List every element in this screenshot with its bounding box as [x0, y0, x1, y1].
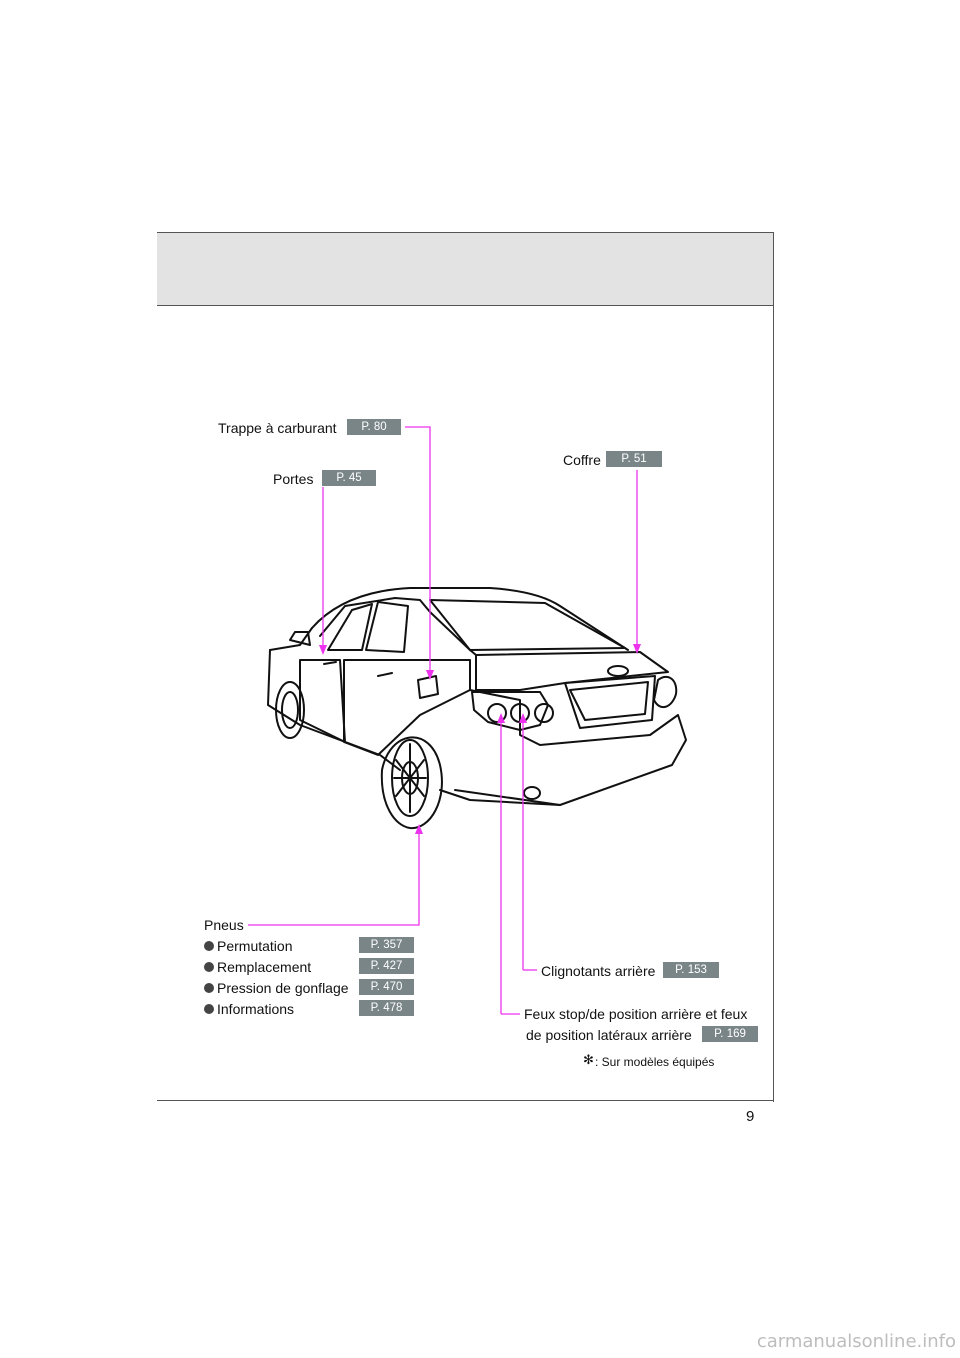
bullet-inflation — [204, 983, 214, 993]
rotation-label: Permutation — [217, 938, 293, 954]
bullet-rotation — [204, 941, 214, 951]
rear-turn-page-badge[interactable]: P. 153 — [663, 962, 719, 978]
replacement-page-badge[interactable]: P. 427 — [359, 958, 414, 974]
replacement-label: Remplacement — [217, 959, 312, 975]
stop-lights-page-badge[interactable]: P. 169 — [702, 1026, 758, 1042]
trunk-label: Coffre — [563, 452, 601, 468]
stop-lights-label-line2: de position latéraux arrière — [526, 1027, 692, 1043]
doors-label: Portes — [273, 471, 314, 487]
page-number: 9 — [746, 1108, 755, 1125]
right-rule — [773, 232, 774, 1102]
information-page-badge[interactable]: P. 478 — [359, 1000, 414, 1016]
stop-lights-label-line1: Feux stop/de position arrière et feux — [524, 1006, 748, 1022]
bottom-rule — [157, 1100, 774, 1101]
header-band — [157, 232, 773, 306]
inflation-label: Pression de gonflage — [217, 980, 349, 996]
rotation-page-badge[interactable]: P. 357 — [359, 937, 414, 953]
fuel-door-label: Trappe à carburant — [218, 420, 337, 436]
rear-turn-label: Clignotants arrière — [541, 963, 656, 979]
bullet-information — [204, 1004, 214, 1014]
information-label: Informations — [217, 1001, 295, 1017]
doors-page-badge[interactable]: P. 45 — [322, 470, 376, 486]
bullet-replacement — [204, 962, 214, 972]
inflation-page-badge[interactable]: P. 470 — [359, 979, 414, 995]
equipped-note: : Sur modèles équipés — [595, 1055, 715, 1069]
tires-label: Pneus — [204, 917, 244, 933]
watermark[interactable]: carmanualsonline.info — [756, 1331, 956, 1352]
trunk-page-badge[interactable]: P. 51 — [606, 451, 662, 467]
fuel-door-page-badge[interactable]: P. 80 — [347, 419, 401, 435]
equipped-mark: ✻ — [583, 1052, 594, 1067]
